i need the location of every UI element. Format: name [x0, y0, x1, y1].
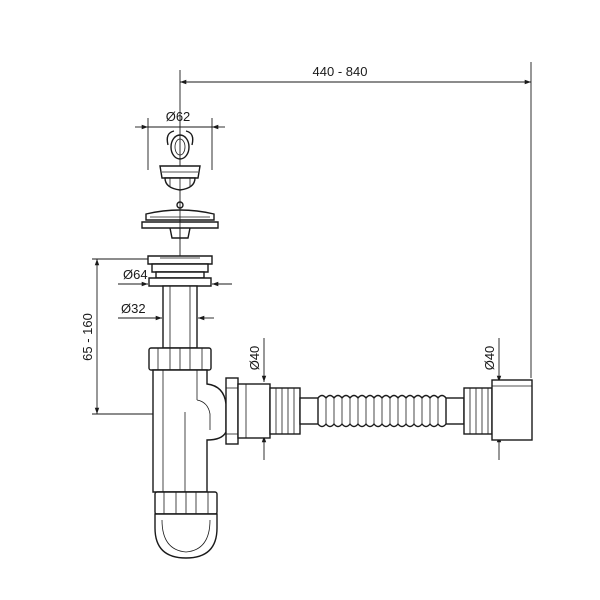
height-range-label: 65 - 160	[80, 313, 95, 361]
tube-diameter-label: Ø32	[121, 301, 146, 316]
flange-diameter-label: Ø64	[123, 267, 148, 282]
dimension-tube-diameter: Ø32	[118, 301, 214, 321]
drain-strainer	[141, 201, 219, 240]
hose-length-label: 440 - 840	[313, 64, 368, 79]
waste-flange	[147, 255, 213, 287]
outlet-nut	[225, 377, 271, 445]
drain-plug	[159, 130, 201, 191]
dimension-outlet-right-diameter: Ø40	[482, 338, 502, 460]
hose-connector-left	[269, 387, 319, 435]
flexible-hose	[317, 394, 447, 428]
hose-connector-right	[445, 387, 493, 435]
outlet-pipe-end	[491, 379, 533, 441]
dimension-outlet-left-diameter: Ø40	[247, 338, 267, 460]
dimension-hose-length: 440 - 840	[179, 62, 532, 378]
bottle-trap-body	[152, 369, 227, 559]
dimension-plug-diameter: Ø62	[135, 109, 225, 170]
plug-diameter-label: Ø62	[166, 109, 191, 124]
outlet-left-diameter-label: Ø40	[247, 346, 262, 371]
inlet-tube	[162, 285, 198, 349]
dimension-flange-diameter: Ø64	[118, 267, 232, 287]
tube-nut	[148, 347, 212, 371]
outlet-right-diameter-label: Ø40	[482, 346, 497, 371]
